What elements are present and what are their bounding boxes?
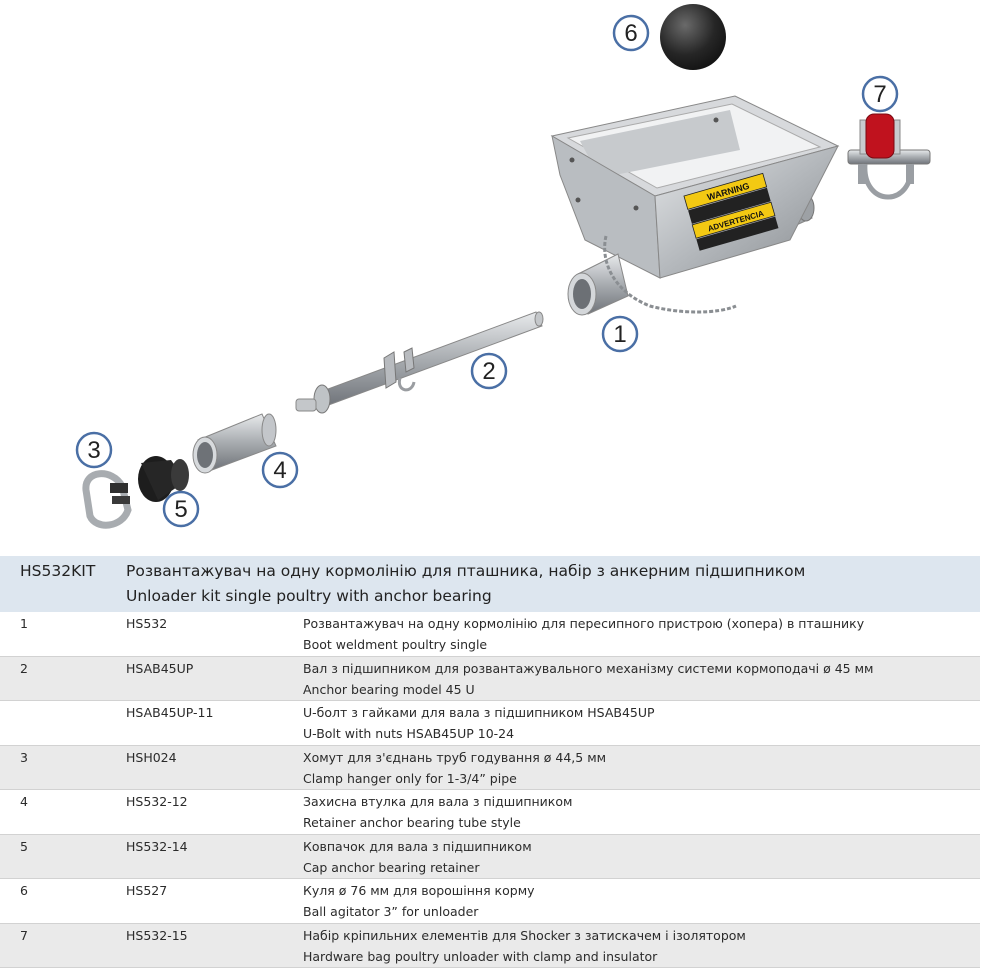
row-desc-ua: Хомут для з'єднань труб годування ø 44,5… — [303, 749, 607, 765]
kit-code: HS532KIT — [20, 562, 96, 580]
svg-text:7: 7 — [873, 81, 886, 108]
callout-1: 1 — [601, 315, 639, 353]
table-row: 1 HS532 Розвантажувач на одну кормолінію… — [0, 612, 980, 657]
row-index: 6 — [20, 883, 28, 898]
svg-text:6: 6 — [624, 20, 637, 47]
row-desc-en: Retainer anchor bearing tube style — [303, 815, 521, 830]
retainer-tube-part — [192, 413, 277, 474]
svg-text:5: 5 — [174, 496, 187, 523]
row-desc-en: Anchor bearing model 45 U — [303, 681, 475, 697]
kit-header-row: HS532KIT Розвантажувач на одну кормоліні… — [0, 556, 980, 612]
anchor-bearing-shaft-part — [295, 311, 544, 414]
row-desc-en: Clamp hanger only for 1-3/4” pipe — [303, 770, 517, 786]
row-desc-ua: Набір кріпильних елементів для Shocker з… — [303, 927, 746, 943]
cap-part — [138, 456, 189, 502]
callout-6: 6 — [612, 14, 650, 52]
row-part-code: HS532 — [126, 616, 168, 631]
callout-2: 2 — [470, 352, 508, 390]
exploded-parts-diagram: WARNING ADVERTENCIA — [75, 4, 931, 529]
row-desc-ua: Куля ø 76 мм для ворошіння корму — [303, 883, 535, 898]
row-part-code: HS532-14 — [126, 838, 188, 854]
callout-3: 3 — [75, 431, 113, 469]
table-row: 5 HS532-14 Ковпачок для вала з підшипник… — [0, 834, 980, 879]
row-desc-ua: Розвантажувач на одну кормолінію для пер… — [303, 616, 865, 631]
row-desc-en: Hardware bag poultry unloader with clamp… — [303, 948, 658, 964]
callout-5: 5 — [162, 490, 200, 528]
row-part-code: HS532-15 — [126, 927, 188, 943]
row-index: 2 — [20, 660, 28, 676]
ball-agitator-part — [660, 4, 726, 70]
table-row: 4 HS532-12 Захисна втулка для вала з під… — [0, 790, 980, 835]
row-desc-en: Ball agitator 3” for unloader — [303, 904, 479, 919]
kit-title-ua: Розвантажувач на одну кормолінію для пта… — [126, 562, 806, 580]
row-desc-en: Boot weldment poultry single — [303, 637, 488, 652]
row-part-code: HS532-12 — [126, 794, 188, 809]
row-index: 3 — [20, 749, 28, 765]
row-desc-en: Cap anchor bearing retainer — [303, 859, 480, 875]
table-row: 6 HS527 Куля ø 76 мм для ворошіння корму… — [0, 879, 980, 924]
table-row: HSAB45UP-11 U-болт з гайками для вала з … — [0, 701, 980, 746]
row-desc-ua: Вал з підшипником для розвантажувального… — [303, 660, 874, 676]
row-part-code: HSH024 — [126, 749, 177, 765]
row-index: 4 — [20, 794, 28, 809]
row-desc-ua: Захисна втулка для вала з підшипником — [303, 794, 573, 809]
svg-text:3: 3 — [87, 437, 100, 464]
row-index: 1 — [20, 616, 28, 631]
svg-text:2: 2 — [482, 358, 495, 385]
table-row: 7 HS532-15 Набір кріпильних елементів дл… — [0, 923, 980, 968]
warning-labels: WARNING ADVERTENCIA — [683, 172, 779, 251]
callout-7: 7 — [861, 75, 899, 113]
row-index: 7 — [20, 927, 28, 943]
boot-weldment-part: WARNING ADVERTENCIA — [550, 95, 840, 316]
table-row: 3 HSH024 Хомут для з'єднань труб годуван… — [0, 745, 980, 790]
row-desc-ua: Ковпачок для вала з підшипником — [303, 838, 532, 854]
row-index: 5 — [20, 838, 28, 854]
svg-text:4: 4 — [273, 457, 286, 484]
svg-text:1: 1 — [613, 321, 626, 348]
callout-4: 4 — [261, 451, 299, 489]
row-part-code: HSAB45UP-11 — [126, 705, 214, 720]
row-part-code: HSAB45UP — [126, 660, 194, 676]
clamp-hanger-part — [82, 470, 132, 529]
kit-title-en: Unloader kit single poultry with anchor … — [126, 587, 492, 605]
row-desc-en: U-Bolt with nuts HSAB45UP 10-24 — [303, 726, 515, 741]
row-part-code: HS527 — [126, 883, 168, 898]
parts-table: HS532KIT Розвантажувач на одну кормоліні… — [0, 556, 980, 968]
hardware-clamp-insulator-part — [847, 113, 931, 200]
table-row: 2 HSAB45UP Вал з підшипником для розвант… — [0, 656, 980, 701]
row-desc-ua: U-болт з гайками для вала з підшипником … — [303, 705, 655, 720]
